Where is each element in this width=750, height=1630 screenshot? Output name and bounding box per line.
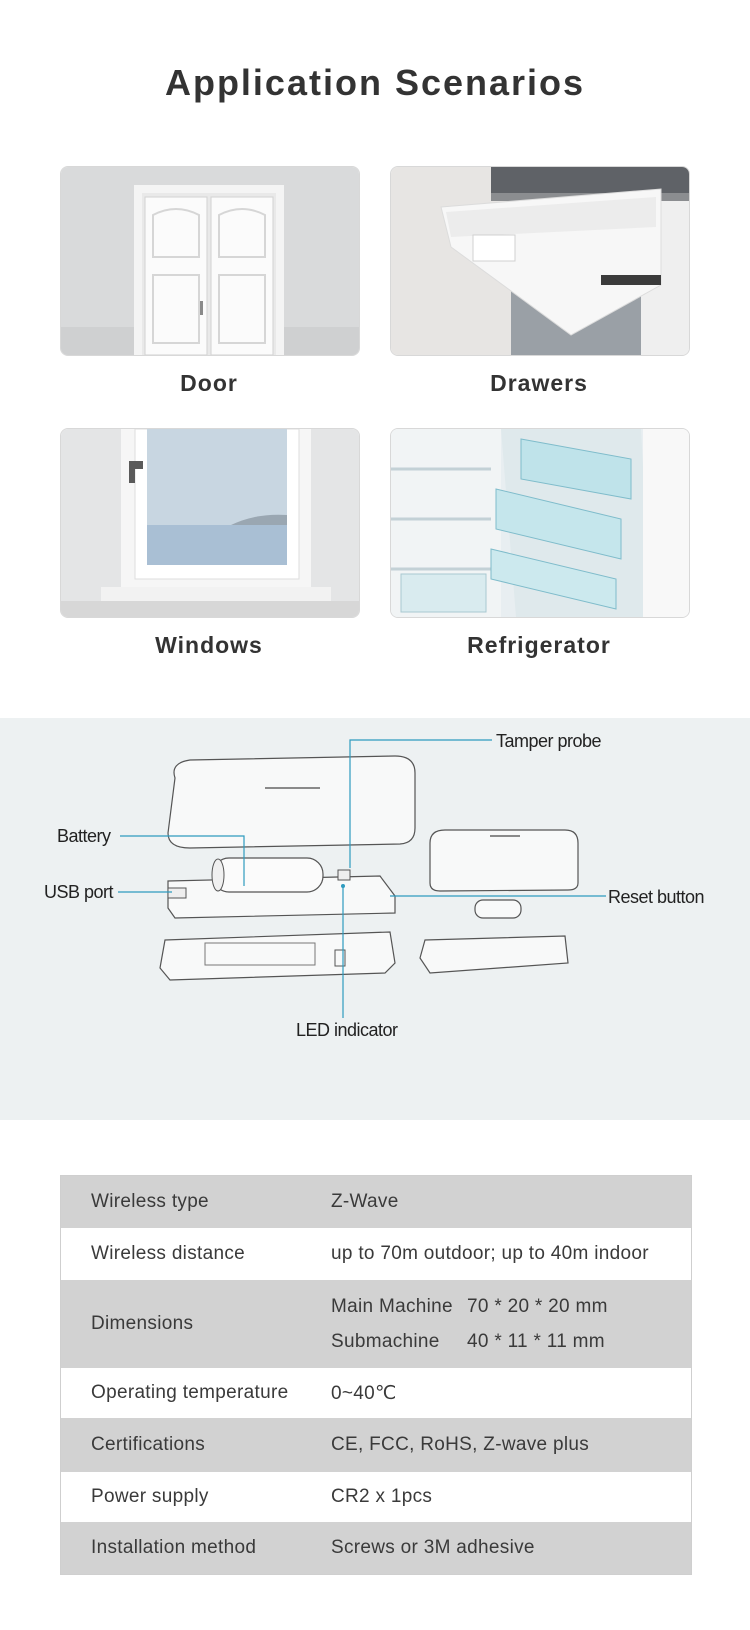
refrigerator-photo (390, 428, 690, 618)
sub-base (419, 935, 569, 974)
spec-label: Wireless distance (91, 1243, 245, 1264)
page-title: Application Scenarios (164, 62, 586, 103)
table-row: Wireless type Z-Wave (61, 1176, 691, 1228)
windows-caption: Windows (155, 632, 263, 658)
table-row: Operating temperature 0~40℃ (61, 1368, 691, 1418)
spec-label: Operating temperature (91, 1382, 289, 1403)
led-indicator-label: LED indicator (296, 1020, 398, 1040)
dimension-name: Main Machine (331, 1296, 453, 1317)
battery-cell (212, 857, 324, 893)
spec-value: Z-Wave (331, 1191, 399, 1212)
sub-cover (429, 829, 579, 892)
table-row: Installation method Screws or 3M adhesiv… (61, 1522, 691, 1574)
door-photo (60, 166, 360, 356)
spec-label: Wireless type (91, 1191, 209, 1212)
tamper-probe-label: Tamper probe (496, 731, 602, 751)
table-row: Dimensions Main Machine 70 * 20 * 20 mm … (61, 1280, 691, 1368)
spec-label: Power supply (91, 1486, 209, 1507)
table-row: Wireless distance up to 70m outdoor; up … (61, 1228, 691, 1280)
drawers-caption: Drawers (490, 370, 588, 396)
table-row: Certifications CE, FCC, RoHS, Z-wave plu… (61, 1418, 691, 1472)
windows-photo (60, 428, 360, 618)
usb-port-label: USB port (44, 882, 114, 902)
dimension-value: 40 * 11 * 11 mm (467, 1331, 605, 1352)
magnet (474, 899, 522, 919)
dimension-value: 70 * 20 * 20 mm (467, 1296, 608, 1317)
battery-label: Battery (57, 826, 111, 846)
spec-label: Certifications (91, 1434, 206, 1455)
table-row: Power supply CR2 x 1pcs (61, 1472, 691, 1522)
spec-value: CR2 x 1pcs (331, 1486, 433, 1507)
spec-value: Screws or 3M adhesive (331, 1537, 535, 1558)
reset-button-label: Reset button (608, 887, 704, 907)
bottom-shell (159, 931, 396, 981)
component-diagram: Tamper probe Battery USB port Reset butt… (0, 718, 750, 1120)
main-cover (167, 755, 416, 849)
spec-table: Wireless type Z-Wave Wireless distance u… (60, 1175, 692, 1575)
dimension-name: Submachine (331, 1331, 440, 1352)
drawers-photo (390, 166, 690, 356)
spec-value: Main Machine 70 * 20 * 20 mm Submachine … (331, 1289, 691, 1359)
spec-value: 0~40℃ (331, 1382, 397, 1404)
door-caption: Door (180, 370, 238, 396)
refrigerator-caption: Refrigerator (467, 632, 611, 658)
spec-label: Dimensions (91, 1313, 194, 1334)
spec-label: Installation method (91, 1537, 257, 1558)
spec-value: CE, FCC, RoHS, Z-wave plus (331, 1434, 590, 1455)
spec-value: up to 70m outdoor; up to 40m indoor (331, 1243, 649, 1264)
